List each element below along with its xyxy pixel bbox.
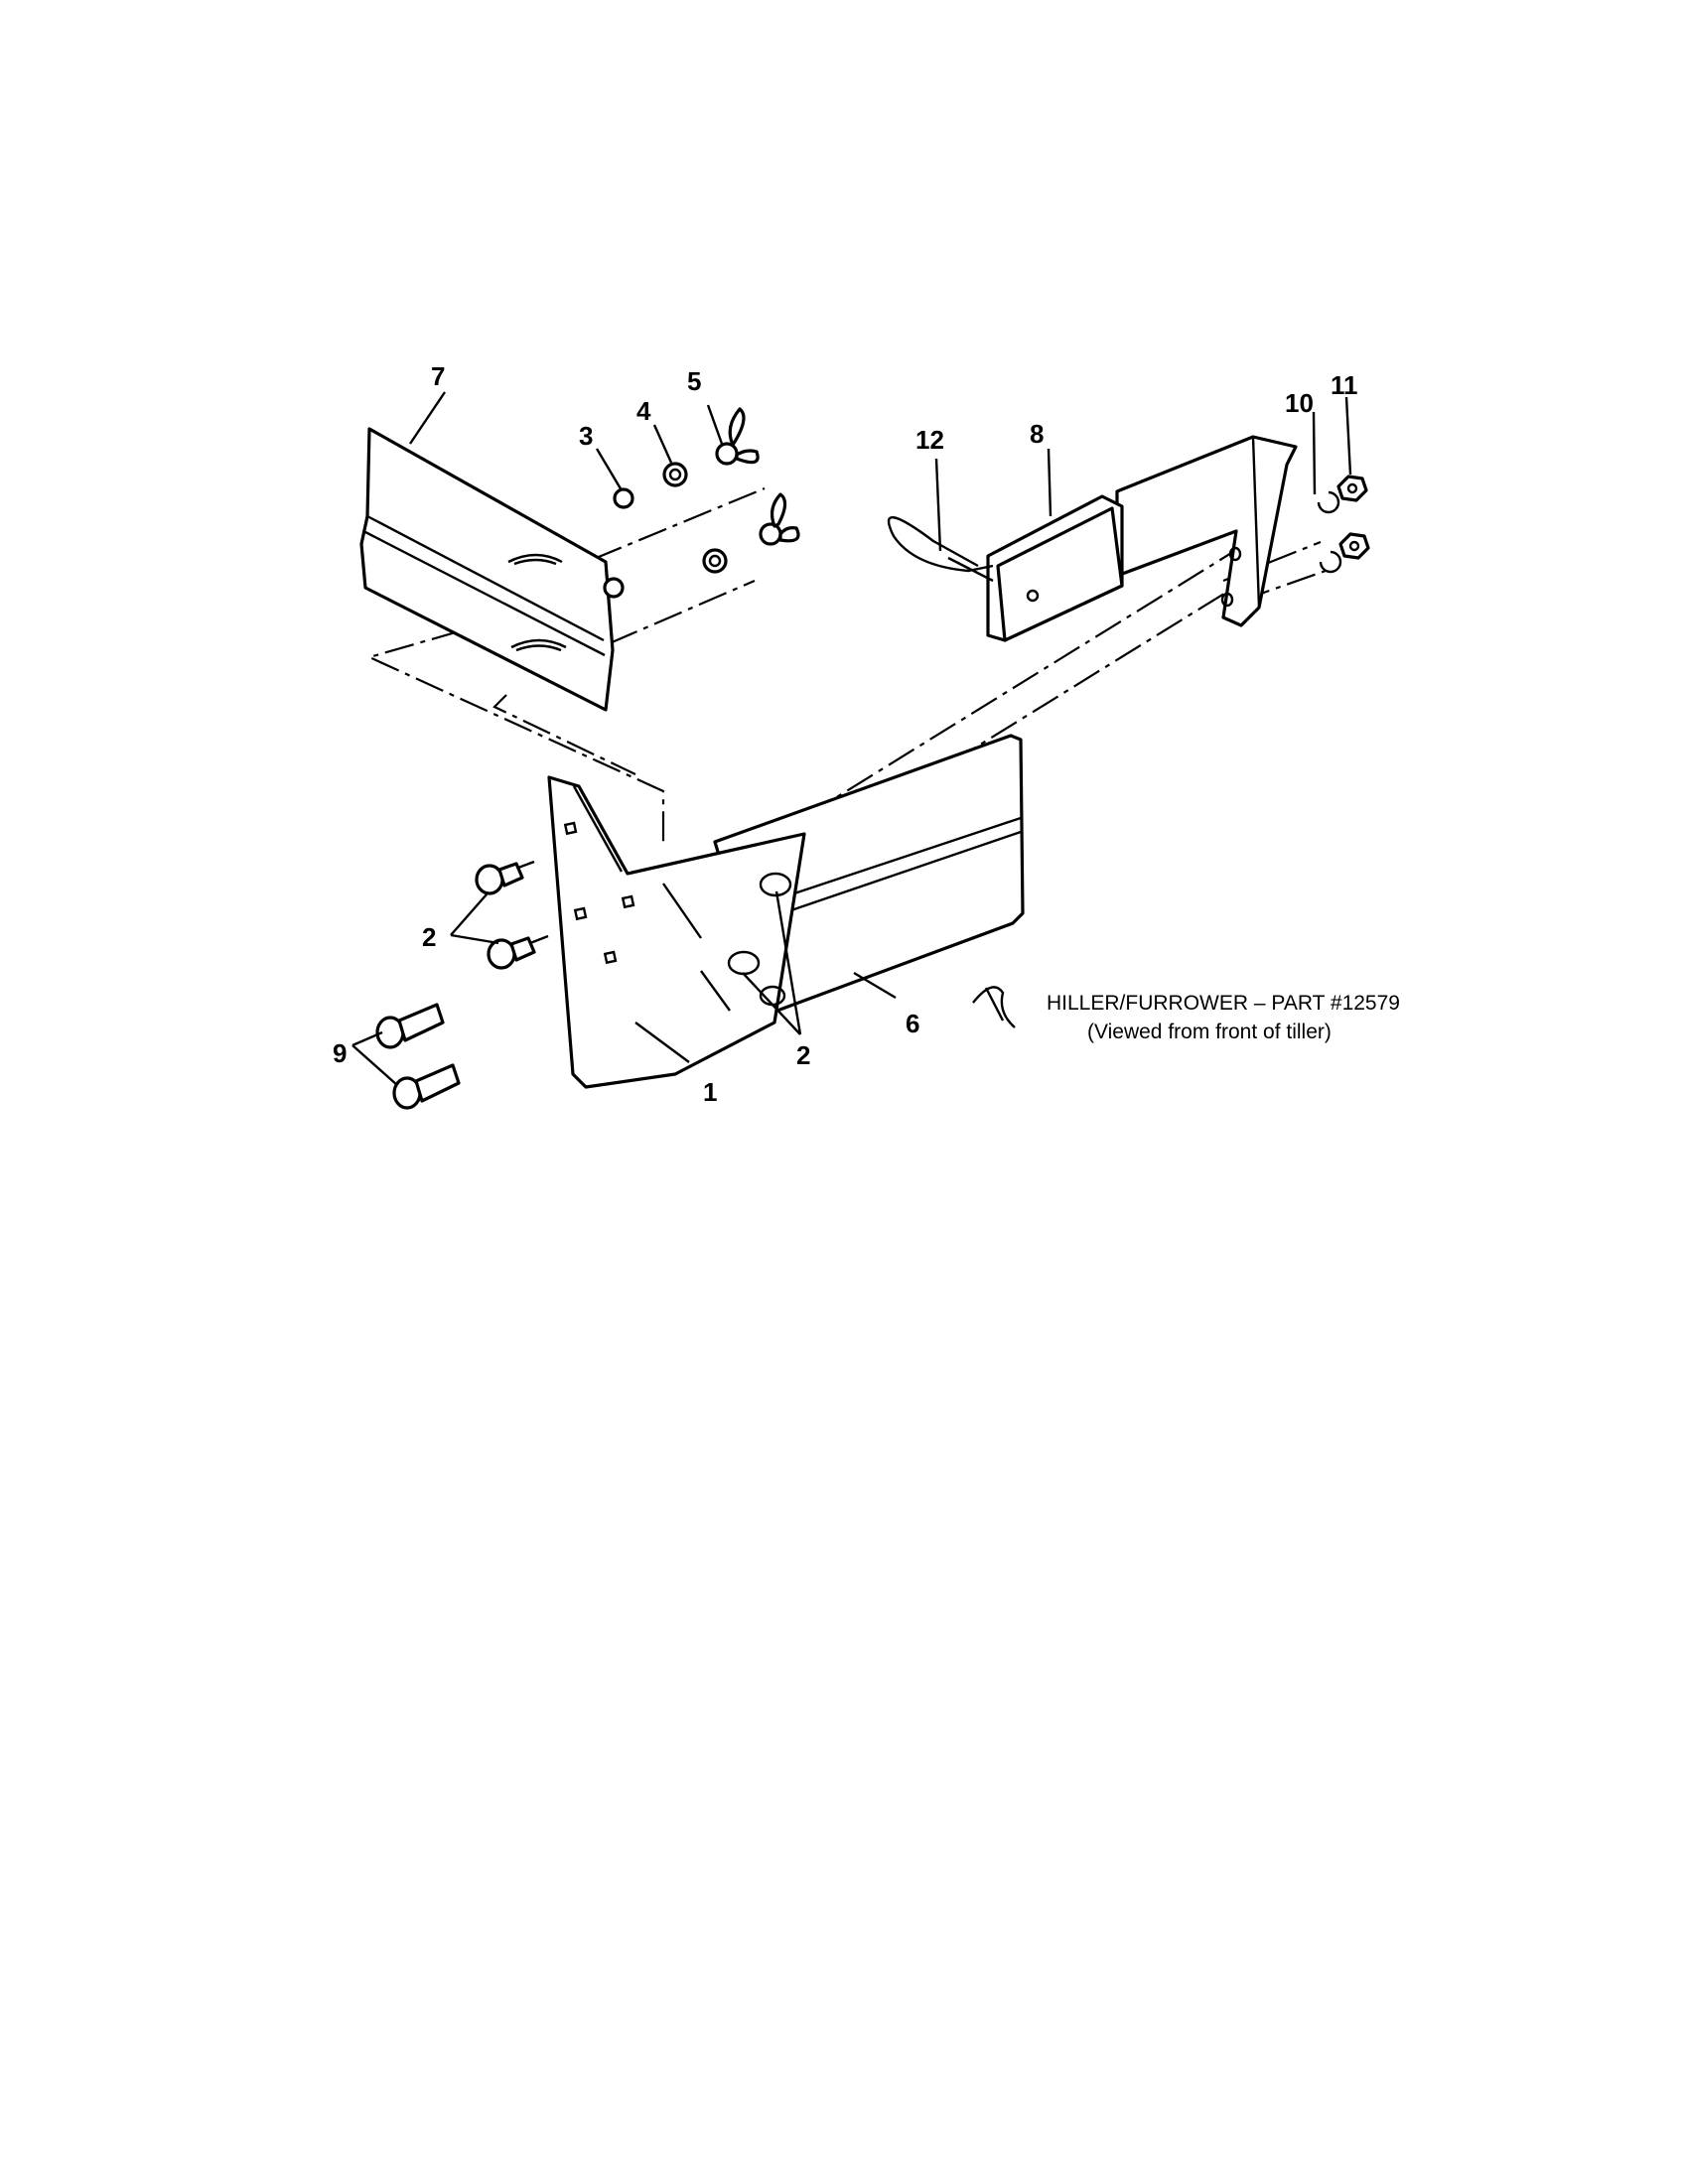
callout-6: 6 [906, 1009, 919, 1038]
callout-4: 4 [636, 396, 651, 426]
callout-5: 5 [687, 366, 701, 396]
hitch-fasteners [1317, 475, 1370, 574]
callout-9: 9 [333, 1038, 347, 1068]
callout-8: 8 [1030, 419, 1044, 449]
furrower-main-body [547, 775, 806, 1089]
diagram-subtitle: (Viewed from front of tiller) [1087, 1021, 1332, 1043]
callout-2-right: 2 [796, 1040, 810, 1070]
hitch-bar [986, 435, 1298, 642]
bolts [375, 860, 549, 1110]
callout-11: 11 [1331, 370, 1358, 400]
callout-12: 12 [915, 425, 944, 455]
callout-10: 10 [1285, 388, 1314, 418]
callout-3: 3 [579, 421, 593, 451]
left-wing-fasteners [603, 407, 800, 599]
callout-2-left: 2 [422, 922, 436, 952]
left-wing-plate [359, 427, 615, 712]
callout-1: 1 [703, 1077, 717, 1107]
front-direction-symbol [972, 986, 1016, 1028]
hair-pin-clip [887, 516, 994, 583]
callout-labels: 7 3 4 5 12 8 10 11 2 9 1 2 6 [333, 361, 1358, 1107]
callout-7: 7 [431, 361, 445, 391]
diagram-title: HILLER/FURROWER – PART #12579 [1047, 992, 1400, 1015]
leader-lines [351, 391, 1352, 1086]
